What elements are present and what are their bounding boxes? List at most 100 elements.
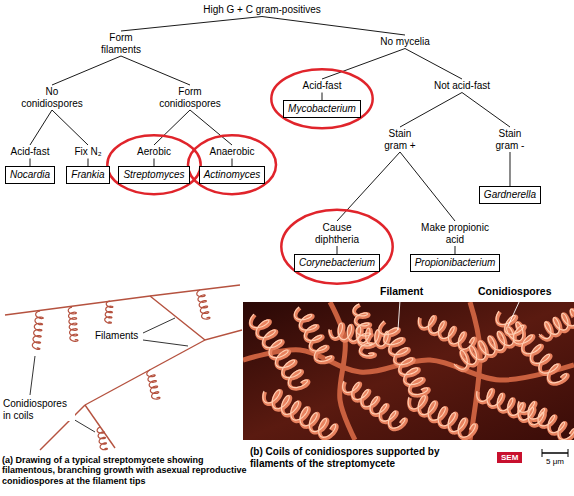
conidiospore-coil [147,370,160,399]
branch-text: Form conidiospores [155,86,225,109]
highlight-circles [107,69,392,283]
tree-branch [337,246,338,254]
genus-box: Actinomyces [199,166,266,184]
sem-coil-highlight [379,321,428,395]
genus-box: Propionibacterium [410,254,501,272]
sem-coil [264,391,337,438]
branch-label: Acid-fast [302,80,343,92]
genus-box: Mycobacterium [283,100,361,118]
branch-text: Cause diphtheria [310,222,365,245]
tree-branch [462,93,510,128]
filament-line [85,405,115,448]
genus-name: Streptomyces [123,169,184,181]
genus-name: Gardnerella [484,189,536,201]
branch-text: Form filaments [96,32,146,55]
branch-text: High G + C gram-positives [203,4,321,16]
tree-branch [405,49,462,80]
scale-tick [568,449,569,457]
scale-label: 5 μm [546,457,564,466]
highlight-circle [107,135,200,194]
highlight-circle [271,69,372,128]
tree-branch [232,159,233,167]
filament-line [150,296,242,340]
sem-coil [455,323,524,370]
sem-coil [519,402,574,440]
tree-branch [400,93,462,128]
tree-branch [52,56,121,85]
part-label: Conidiospores [478,285,552,297]
part-label: Conidiospores in coils [3,398,75,421]
tree-branch [121,56,190,85]
genus-box: Gardnerella [479,186,541,204]
branch-text: No mycelia [380,36,429,48]
tree-branch [154,110,190,145]
sem-badge: SEM [497,452,522,463]
sem-coil-highlight [353,304,374,356]
genus-box: Streptomyces [118,166,189,184]
sem-coil-highlight [343,381,405,428]
photo-leaders [398,300,520,330]
filaments-drawing [5,285,242,450]
genus-name: Propionibacterium [415,257,496,269]
sem-coil [344,382,406,429]
conidiospore-coil [105,301,113,323]
sem-coil-highlight [454,322,523,369]
sem-coil [409,397,476,439]
conidiospore-coil [197,290,210,319]
scale-line [542,452,568,454]
branch-label: Make propionic acid [419,222,491,245]
tree-branch [30,110,52,145]
sem-coil [419,317,475,350]
branch-label: Aerobic [136,146,172,158]
branch-text: Fix N₂ [74,146,101,158]
figure-caption: (a) Drawing of a typical streptomycete s… [2,455,250,486]
sem-coil [295,308,332,362]
tree-branch [30,159,31,167]
branch-label: Form filaments [95,32,147,55]
sem-coil-highlight [496,311,567,383]
conidiospore-coil [97,427,107,450]
branch-text: Stain gram + [378,128,423,151]
tree-branch [322,49,405,80]
leader-line [508,300,520,326]
branch-label: Acid-fast [10,146,51,158]
scale-bar [542,449,568,457]
sem-coil-highlight [539,309,574,339]
branch-label: Not acid-fast [433,80,491,92]
branch-label: Anaerobic [208,146,255,158]
sem-coil-highlight [408,396,475,438]
genus-name: Nocardia [10,169,50,181]
sem-coils [243,302,574,440]
tree-branch [153,159,154,167]
part-label: Filament [380,285,423,297]
sem-coil-highlight [263,390,336,437]
tree-branch [262,17,405,36]
filament-tube [470,302,480,440]
tree-branch [322,93,323,101]
filament-line [85,340,205,405]
branch-label: No conidiospores [16,86,88,109]
genus-name: Frankia [71,169,104,181]
conidiospore-coils [32,290,210,450]
sem-coil-highlight [250,314,308,388]
sem-coil-highlight [518,401,574,440]
leader-line [30,356,35,395]
genus-box: Frankia [66,166,109,184]
branch-label: Stain gram + [377,128,424,151]
sem-coil [540,310,574,340]
branch-text: Not acid-fast [434,80,490,92]
tree-branch [400,152,455,221]
genus-name: Actinomyces [204,169,261,181]
tree-lines [30,17,510,255]
conidiospore-coil [32,311,43,349]
branch-label: Form conidiospores [154,86,226,109]
branch-label: High G + C gram-positives [202,4,322,16]
sem-coil [380,322,429,396]
genus-name: Mycobacterium [288,103,356,115]
branch-text: Acid-fast [303,80,342,92]
leader-line [398,300,400,330]
branch-text: Aerobic [137,146,171,158]
